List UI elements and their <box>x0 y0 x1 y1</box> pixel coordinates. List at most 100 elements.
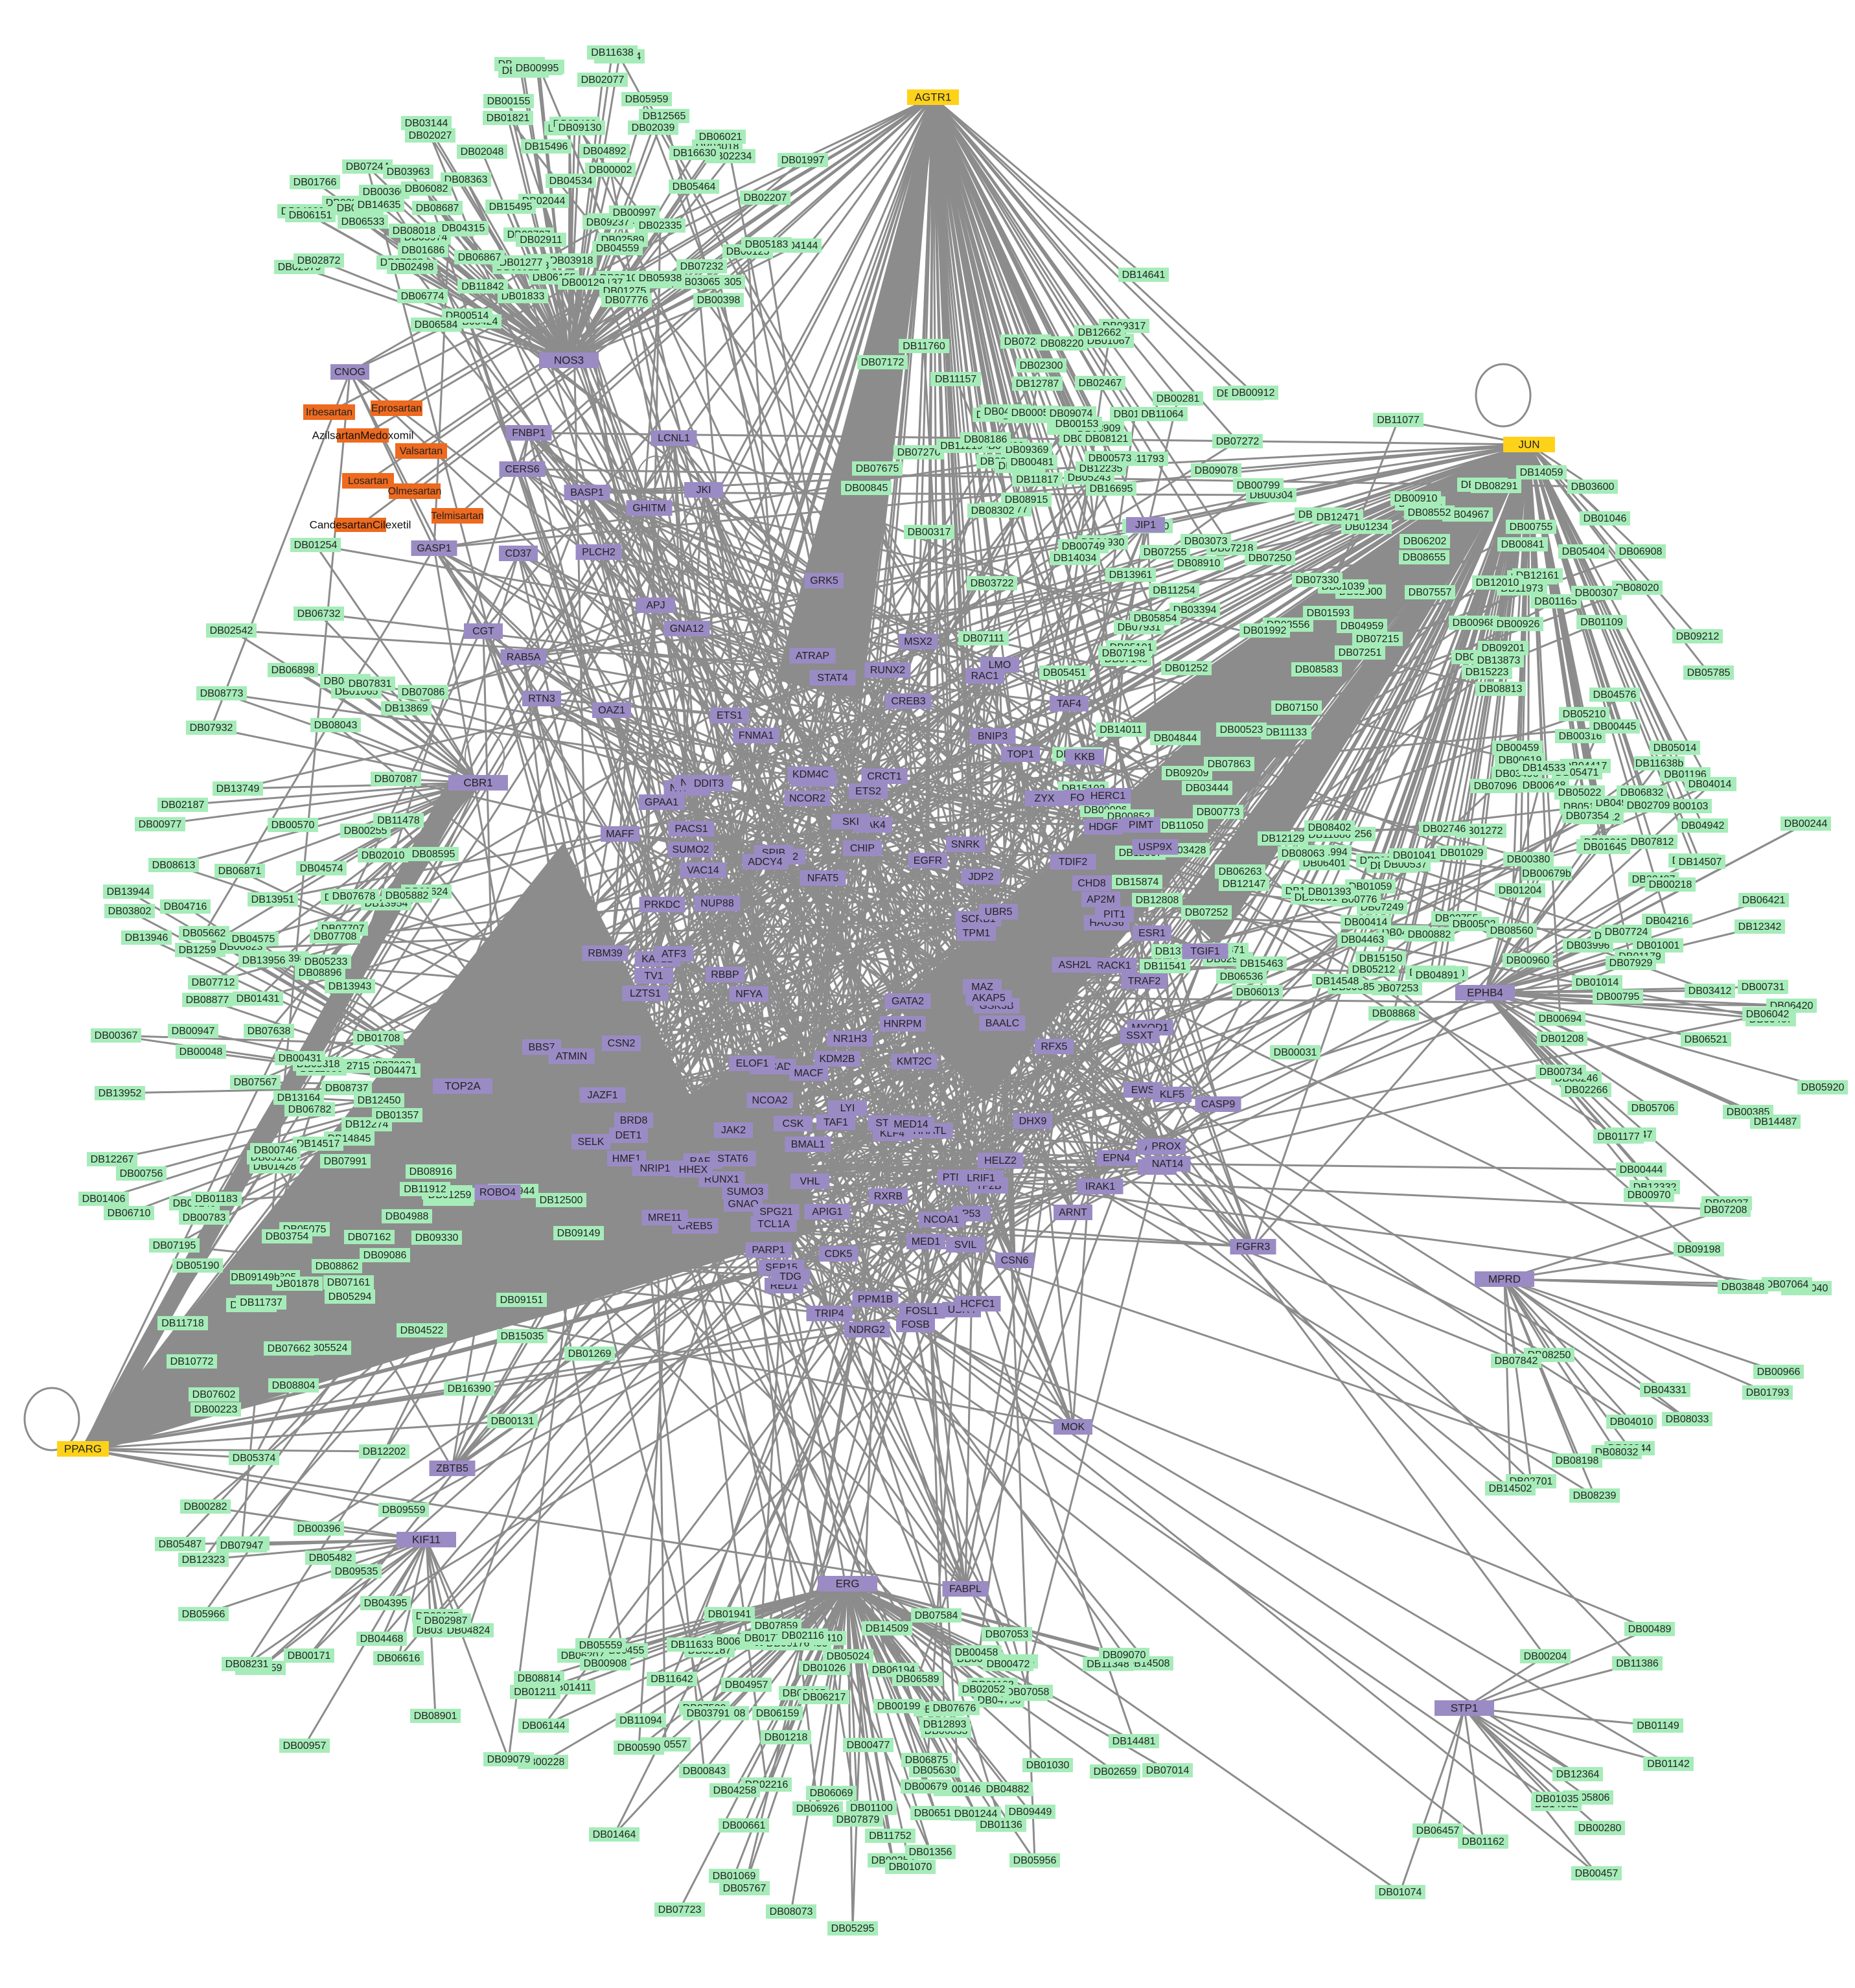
drug-node-db12267[interactable]: DB12267 <box>87 1152 137 1166</box>
gene-node-basp1[interactable]: BASP1 <box>564 485 610 500</box>
drug-node-db06021[interactable]: DB06021 <box>695 130 746 144</box>
drug-node-db05785[interactable]: DB05785 <box>1683 665 1734 680</box>
gene-node-cgt[interactable]: CGT <box>464 623 503 639</box>
gene-node-rab5a[interactable]: RAB5A <box>500 649 547 665</box>
drug-node-db00997[interactable]: DB00997 <box>609 205 660 220</box>
drug-node-db06536[interactable]: DB06536 <box>1216 969 1267 984</box>
drug-node-db03802[interactable]: DB03802 <box>104 904 155 918</box>
gene-node-maff[interactable]: MAFF <box>601 826 639 842</box>
drug-node-db04892[interactable]: DB04892 <box>579 144 630 158</box>
drug-node-db00966[interactable]: DB00966 <box>1753 1365 1804 1379</box>
drug-node-db16390[interactable]: DB16390 <box>444 1381 494 1396</box>
gene-node-nrip1[interactable]: NRIP1 <box>632 1161 678 1176</box>
drug-node-db12147[interactable]: DB12147 <box>1219 877 1269 891</box>
drug-node-db00459[interactable]: DB00459 <box>1492 741 1543 755</box>
drug-node-db00912[interactable]: DB00912 <box>1228 386 1278 400</box>
drug-node-db08595[interactable]: DB08595 <box>408 847 459 861</box>
drug-node-db07252[interactable]: DB07252 <box>1181 905 1232 919</box>
gene-node-ncoa1[interactable]: NCOA1 <box>918 1212 965 1227</box>
drug-node-db13956[interactable]: DB13956 <box>238 953 289 967</box>
drug-node-db07150[interactable]: DB07150 <box>1271 700 1322 715</box>
drug-node-db04522[interactable]: DB04522 <box>397 1323 447 1337</box>
drug-node-db00153[interactable]: DB00153 <box>1052 417 1102 431</box>
hub-node-jun[interactable]: JUN <box>1503 437 1555 452</box>
drug-node-db01183[interactable]: DB01183 <box>191 1192 242 1206</box>
gene-node-lyi[interactable]: LYI <box>828 1100 867 1116</box>
drug-node-db01992[interactable]: DB01992 <box>1239 623 1290 638</box>
drug-node-db04942[interactable]: DB04942 <box>1677 818 1728 833</box>
drug-node-db12565[interactable]: DB12565 <box>639 109 689 123</box>
hub-node-nos3[interactable]: NOS3 <box>539 353 599 368</box>
gene-node-usp9x[interactable]: USP9X <box>1132 839 1179 855</box>
drug-node-db07272[interactable]: DB07272 <box>1212 434 1263 448</box>
drug-node-db01149[interactable]: DB01149 <box>1633 1718 1683 1733</box>
gene-node-gata2[interactable]: GATA2 <box>884 993 931 1009</box>
drug-node-db00367[interactable]: DB00367 <box>91 1028 141 1043</box>
drug-node-db11842[interactable]: DB11842 <box>457 279 508 294</box>
drug-node-db00444[interactable]: DB00444 <box>1616 1162 1666 1177</box>
drug-node-db07232[interactable]: DB07232 <box>676 259 727 273</box>
gene-node-egfr[interactable]: EGFR <box>908 853 947 868</box>
drug-node-db08655[interactable]: DB08655 <box>1399 550 1449 564</box>
drug-node-db06871[interactable]: DB06871 <box>214 864 265 878</box>
gene-node-ndrg2[interactable]: NDRG2 <box>844 1322 890 1337</box>
drug-node-db01793[interactable]: DB01793 <box>1742 1385 1793 1400</box>
drug-node-db00223[interactable]: DB00223 <box>190 1402 241 1416</box>
drug-node-db01109[interactable]: DB01109 <box>1576 615 1627 629</box>
drug-node-db11633[interactable]: DB11633 <box>667 1637 717 1652</box>
gene-node-chip[interactable]: CHIP <box>843 840 882 856</box>
drug-node-db07058[interactable]: DB07058 <box>1002 1685 1053 1699</box>
drug-node-db12450[interactable]: DB12450 <box>354 1093 404 1107</box>
gene-node-cers6[interactable]: CERS6 <box>499 461 546 477</box>
gene-node-top1[interactable]: TOP1 <box>1001 746 1040 762</box>
drug-node-db11050[interactable]: DB11050 <box>1157 818 1208 833</box>
drug-node-db04574[interactable]: DB04574 <box>296 861 347 875</box>
drug-node-db07086[interactable]: DB07086 <box>398 685 448 699</box>
drug-node-db07014[interactable]: DB07014 <box>1142 1763 1193 1777</box>
drug-node-db04463[interactable]: DB04463 <box>1337 932 1388 947</box>
hub-node-ephb4[interactable]: EPHB4 <box>1455 985 1515 1000</box>
drug-node-db04471[interactable]: DB04471 <box>370 1063 421 1078</box>
gene-node-cdk5[interactable]: CDK5 <box>819 1246 858 1262</box>
hub-node-erg[interactable]: ERG <box>818 1576 877 1591</box>
gene-node-fnma1[interactable]: FNMA1 <box>733 728 779 743</box>
drug-node-db07712[interactable]: DB07712 <box>188 975 238 989</box>
drug-node-db05022[interactable]: DB05022 <box>1554 785 1605 800</box>
gene-node-ncoa2[interactable]: NCOA2 <box>746 1092 793 1108</box>
drug-node-db12808[interactable]: DB12808 <box>1132 893 1182 907</box>
drug-node-db02746[interactable]: DB02746 <box>1419 822 1469 836</box>
drug-node-db00773[interactable]: DB00773 <box>1193 805 1243 819</box>
drug-node-db06457[interactable]: DB06457 <box>1412 1823 1463 1838</box>
drug-node-db09330[interactable]: DB09330 <box>411 1231 462 1245</box>
drug-node-db04575[interactable]: DB04575 <box>228 932 279 946</box>
drug-node-db01211[interactable]: DB01211 <box>510 1685 560 1699</box>
hub-node-stp1[interactable]: STP1 <box>1434 1700 1494 1716</box>
gene-node-gpaa1[interactable]: GPAA1 <box>638 794 685 810</box>
gene-node-tcl1a[interactable]: TCL1A <box>750 1216 797 1232</box>
drug-node-db07723[interactable]: DB07723 <box>654 1902 705 1917</box>
drug-node-db14635[interactable]: DB14635 <box>354 198 404 212</box>
drug-node-db12129[interactable]: DB12129 <box>1258 831 1308 846</box>
gene-node-arnt[interactable]: ARNT <box>1054 1205 1092 1220</box>
drug-node-db02709[interactable]: DB02709 <box>1623 798 1674 813</box>
drug-node-db02300[interactable]: DB02300 <box>1016 358 1066 373</box>
gene-node-macf[interactable]: MACF <box>789 1065 828 1081</box>
drug-node-db00445[interactable]: DB00445 <box>1589 719 1640 734</box>
drug-node-db07172[interactable]: DB07172 <box>857 355 908 369</box>
gene-node-zyx[interactable]: ZYX <box>1025 791 1064 806</box>
drug-node-db06151[interactable]: DB06151 <box>285 208 336 222</box>
gene-node-fabpl[interactable]: FABPL <box>942 1581 989 1597</box>
drug-node-db15223[interactable]: DB15223 <box>1462 665 1512 679</box>
drug-node-db00957[interactable]: DB00957 <box>279 1739 330 1753</box>
gene-node-ppm1b[interactable]: PPM1B <box>852 1291 899 1307</box>
drug-node-db15496[interactable]: DB15496 <box>521 139 571 154</box>
drug-node-db07776[interactable]: DB07776 <box>601 293 652 307</box>
drug-node-db01041[interactable]: DB01041 <box>1389 848 1440 862</box>
drug-node-db06013[interactable]: DB06013 <box>1232 985 1283 999</box>
drug-node-db05854[interactable]: DB05854 <box>1130 611 1181 625</box>
drug-node-db14487[interactable]: DB14487 <box>1750 1115 1801 1129</box>
drug-node-db13944[interactable]: DB13944 <box>103 884 154 899</box>
drug-node-db00431[interactable]: DB00431 <box>275 1051 325 1065</box>
drug-node-db08687[interactable]: DB08687 <box>412 201 463 215</box>
drug-node-db04014[interactable]: DB04014 <box>1685 777 1735 791</box>
